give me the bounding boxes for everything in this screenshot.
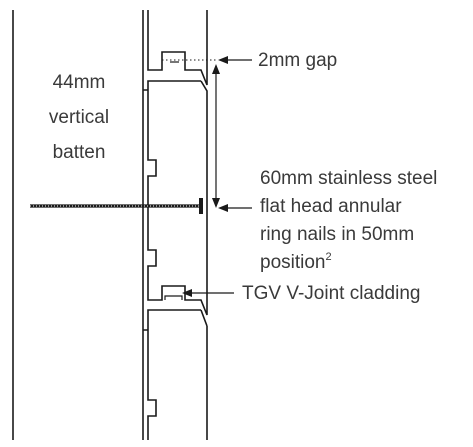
nails-label-superscript: 2 (326, 251, 332, 263)
cladding-board-2 (143, 80, 208, 316)
batten-label-line1: 44mm (53, 72, 106, 93)
dimension-arrow-bottom (212, 198, 220, 208)
nails-label-line4: position2 (260, 251, 332, 273)
nails-label-line1: 60mm stainless steel (260, 168, 437, 189)
nails-label-line3: ring nails in 50mm (260, 224, 414, 245)
ring-nail (30, 198, 203, 214)
dimension-arrow-top (212, 64, 220, 74)
batten-label-line3: batten (53, 142, 106, 163)
nails-label-line2: flat head annular (260, 196, 402, 217)
gap-label: 2mm gap (258, 50, 337, 71)
nails-label-position: position (260, 252, 326, 273)
cladding-label: TGV V-Joint cladding (242, 283, 420, 304)
cladding-board-top (147, 10, 208, 86)
gap-leader-arrow (218, 56, 228, 64)
cladding-leader-arrow (182, 289, 192, 297)
cladding-board-3 (143, 309, 208, 440)
batten-label-line2: vertical (49, 107, 109, 128)
board-joint-inner (164, 295, 183, 300)
nails-leader-arrow (218, 204, 228, 212)
